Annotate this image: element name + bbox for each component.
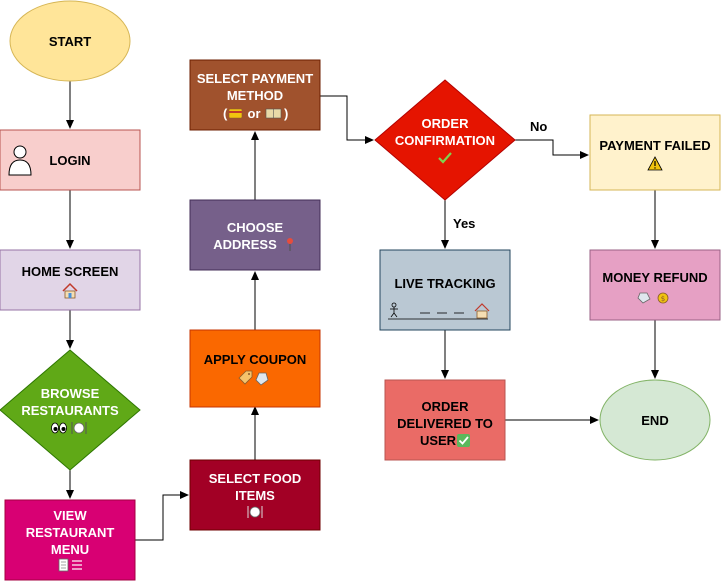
browse-node: BROWSE RESTAURANTS: [0, 349, 141, 471]
pin-icon: [287, 238, 293, 251]
tracking-icon: [388, 302, 490, 320]
delivered-label-2: DELIVERED TO: [397, 416, 493, 431]
login-label: LOGIN: [49, 153, 90, 168]
payment-or: or: [248, 106, 261, 121]
menu-icon: [58, 558, 82, 572]
payment-failed-label: PAYMENT FAILED: [599, 138, 710, 153]
delivered-label-3: USER: [420, 433, 457, 448]
browse-label-2: RESTAURANTS: [21, 403, 119, 418]
delivered-label-1: ORDER: [422, 399, 470, 414]
payment-node: SELECT PAYMENT METHOD ( or ): [189, 59, 321, 131]
select-food-node: SELECT FOOD ITEMS: [189, 459, 321, 531]
payment-failed-node: PAYMENT FAILED: [589, 114, 721, 191]
apply-coupon-node: APPLY COUPON: [189, 329, 321, 408]
money-bag-icon: $: [637, 292, 669, 304]
plate-icon: [247, 506, 263, 518]
choose-label-1: CHOOSE: [227, 220, 284, 235]
start-node: START: [9, 0, 131, 82]
check-icon: [438, 152, 452, 164]
live-tracking-node: LIVE TRACKING: [379, 249, 511, 331]
card-icon: [228, 108, 243, 119]
select-food-label-1: SELECT FOOD: [209, 471, 301, 486]
connectors: [66, 80, 659, 541]
edge-order-failed: [515, 139, 589, 159]
payment-paren-close: ): [284, 106, 288, 121]
warning-icon: [647, 156, 663, 171]
house-icon: [62, 282, 78, 299]
home-node: HOME SCREEN: [0, 249, 141, 311]
start-label: START: [49, 34, 91, 49]
view-label-1: VIEW: [53, 508, 87, 523]
payment-label-2: METHOD: [227, 88, 283, 103]
edge-view-selectfood: [135, 491, 189, 541]
edge-label-yes: Yes: [453, 216, 475, 231]
eyes-icon: [51, 422, 67, 434]
edge-payment-order: [320, 95, 374, 144]
order-label-1: ORDER: [422, 116, 470, 131]
choose-label-2: ADDRESS: [213, 237, 277, 252]
order-label-2: CONFIRMATION: [395, 133, 495, 148]
view-label-3: MENU: [51, 542, 89, 557]
end-node: END: [599, 379, 711, 461]
edge-label-no: No: [530, 119, 547, 134]
svg-text:$: $: [661, 295, 665, 303]
delivered-node: ORDER DELIVERED TO USER: [384, 379, 506, 461]
view-label-2: RESTAURANT: [26, 525, 115, 540]
user-icon: [8, 145, 32, 176]
plate-icon: [71, 422, 87, 434]
home-label: HOME SCREEN: [22, 264, 119, 279]
apply-coupon-label: APPLY COUPON: [204, 352, 307, 367]
money-refund-label: MONEY REFUND: [602, 270, 707, 285]
cash-icon: [265, 108, 282, 119]
end-label: END: [641, 413, 668, 428]
tag-icon: [238, 370, 269, 386]
check-icon: [457, 434, 470, 447]
select-food-label-2: ITEMS: [235, 488, 275, 503]
choose-address-node: CHOOSE ADDRESS: [189, 199, 321, 271]
browse-label-1: BROWSE: [41, 386, 100, 401]
payment-paren-open: (: [223, 106, 228, 121]
login-node: LOGIN: [0, 129, 141, 191]
view-menu-node: VIEW RESTAURANT MENU: [4, 499, 136, 581]
order-confirmation-node: ORDER CONFIRMATION: [374, 79, 516, 201]
live-tracking-label: LIVE TRACKING: [394, 276, 495, 291]
payment-label-1: SELECT PAYMENT: [197, 71, 313, 86]
money-refund-node: MONEY REFUND $: [589, 249, 721, 321]
